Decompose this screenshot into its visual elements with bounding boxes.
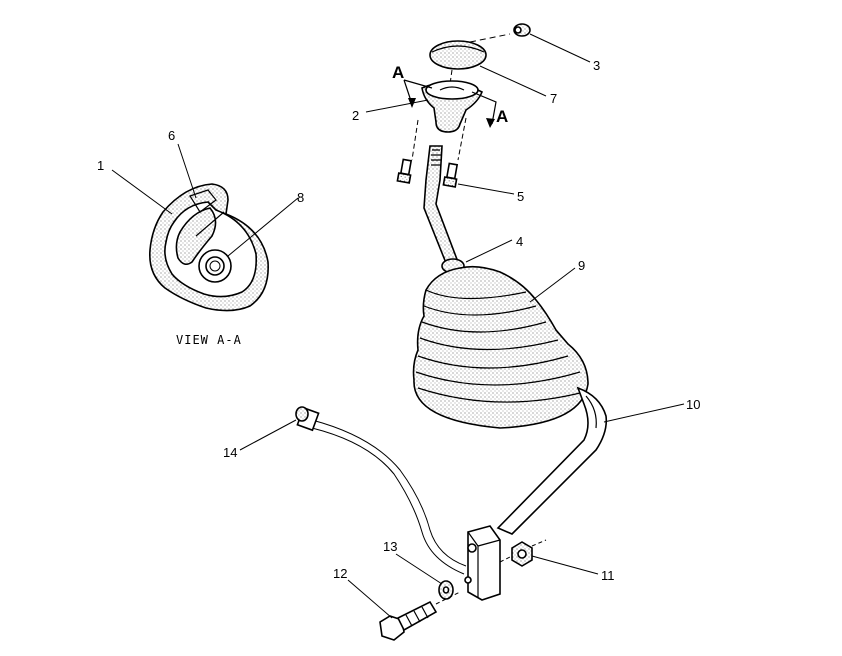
lever-arm — [464, 386, 608, 601]
rubber-boot — [412, 265, 589, 429]
view-a-a-detail — [148, 183, 269, 312]
callout-3: 3 — [593, 58, 600, 73]
callout-1: 1 — [97, 158, 104, 173]
view-label: VIEW A-A — [176, 333, 242, 347]
callout-7: 7 — [550, 91, 557, 106]
callout-2: 2 — [352, 108, 359, 123]
section-letter-left: A — [392, 63, 404, 82]
callout-9: 9 — [578, 258, 585, 273]
callout-6: 6 — [168, 128, 175, 143]
callout-13: 13 — [383, 539, 397, 554]
callout-12: 12 — [333, 566, 347, 581]
screw-left — [396, 158, 413, 184]
callout-8: 8 — [297, 190, 304, 205]
callout-10: 10 — [686, 397, 700, 412]
screw-right — [442, 162, 459, 188]
callout-5: 5 — [517, 189, 524, 204]
shift-cable — [295, 406, 467, 575]
shift-lever-rod — [423, 145, 465, 274]
callout-11: 11 — [601, 568, 615, 583]
callout-14: 14 — [223, 445, 237, 460]
callout-4: 4 — [516, 234, 523, 249]
leader-lines — [111, 33, 685, 619]
section-letter-right: A — [496, 107, 508, 126]
handle-knob-assembly — [396, 23, 531, 188]
